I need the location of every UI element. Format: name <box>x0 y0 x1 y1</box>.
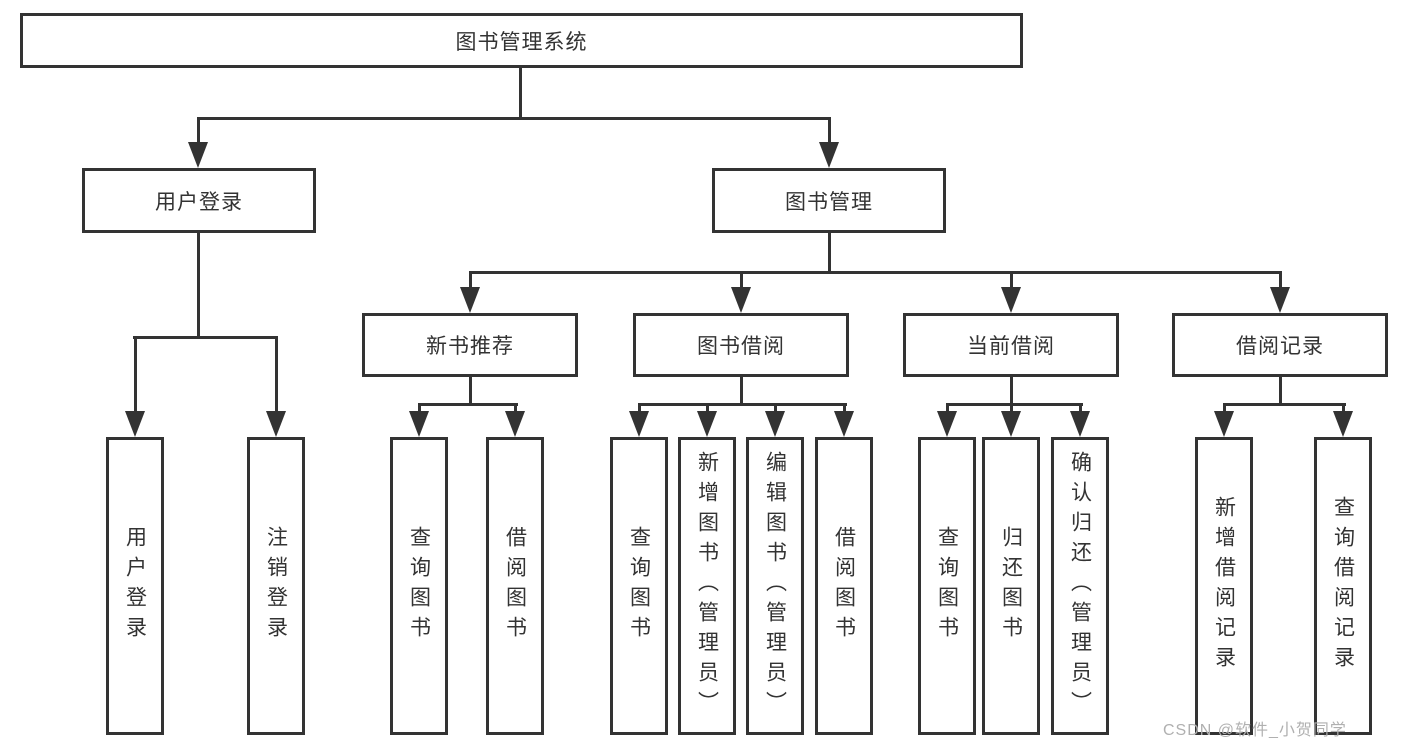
connector-line <box>1079 403 1082 414</box>
leaf-current-return-books: 归还图书 <box>982 437 1040 735</box>
connector-line <box>1010 377 1013 405</box>
node-label: 借阅记录 <box>1236 335 1324 358</box>
leaf-label: 新增图书（管理员） <box>695 451 719 721</box>
leaf-label: 编辑图书（管理员） <box>763 451 787 721</box>
node-current-borrowing: 当前借阅 <box>903 313 1119 377</box>
arrowhead-icon <box>1214 411 1234 437</box>
connector-line <box>638 403 641 414</box>
arrowhead-icon <box>834 411 854 437</box>
node-label: 图书管理系统 <box>455 30 588 54</box>
connector-line <box>133 336 278 339</box>
arrowhead-icon <box>1333 411 1353 437</box>
arrowhead-icon <box>460 287 480 313</box>
connector-line <box>946 403 949 414</box>
connector-line <box>1010 403 1013 414</box>
arrowhead-icon <box>731 287 751 313</box>
node-label: 图书借阅 <box>697 335 785 358</box>
connector-line <box>418 403 421 414</box>
arrowhead-icon <box>629 411 649 437</box>
arrowhead-icon <box>409 411 429 437</box>
connector-line <box>514 403 517 414</box>
leaf-label: 确认归还（管理员） <box>1068 451 1092 721</box>
connector-line <box>774 403 777 414</box>
leaf-logout: 注销登录 <box>247 437 305 735</box>
arrowhead-icon <box>937 411 957 437</box>
node-new-book-recommendation: 新书推荐 <box>362 313 578 377</box>
leaf-label: 归还图书 <box>999 526 1023 646</box>
node-book-management: 图书管理 <box>712 168 946 233</box>
connector-line <box>418 403 518 406</box>
leaf-label: 用户登录 <box>123 526 147 646</box>
arrowhead-icon <box>505 411 525 437</box>
connector-line <box>469 271 1282 274</box>
leaf-label: 查询图书 <box>935 526 959 646</box>
leaf-borrow-edit-books-admin: 编辑图书（管理员） <box>746 437 804 735</box>
connector-line <box>1223 403 1346 406</box>
leaf-label: 查询图书 <box>627 526 651 646</box>
connector-line <box>740 377 743 405</box>
leaf-label: 查询图书 <box>407 526 431 646</box>
leaf-label: 借阅图书 <box>832 526 856 646</box>
connector-line <box>134 336 137 414</box>
arrowhead-icon <box>697 411 717 437</box>
leaf-user-login: 用户登录 <box>106 437 164 735</box>
connector-line <box>469 377 472 405</box>
connector-line <box>469 271 472 289</box>
node-label: 用户登录 <box>155 190 243 214</box>
leaf-current-confirm-return-admin: 确认归还（管理员） <box>1051 437 1109 735</box>
leaf-recommend-borrow-books: 借阅图书 <box>486 437 544 735</box>
arrowhead-icon <box>266 411 286 437</box>
connector-line <box>1279 377 1282 405</box>
leaf-label: 注销登录 <box>264 526 288 646</box>
connector-line <box>706 403 709 414</box>
leaf-records-add-borrow-record: 新增借阅记录 <box>1195 437 1253 735</box>
connector-line <box>275 336 278 414</box>
leaf-label: 借阅图书 <box>503 526 527 646</box>
arrowhead-icon <box>188 142 208 168</box>
connector-line <box>1279 271 1282 289</box>
leaf-borrow-borrow-books: 借阅图书 <box>815 437 873 735</box>
connector-line <box>638 403 847 406</box>
node-label: 新书推荐 <box>426 335 514 358</box>
connector-line <box>519 68 522 119</box>
connector-line <box>828 117 831 145</box>
node-book-borrowing: 图书借阅 <box>633 313 849 377</box>
arrowhead-icon <box>125 411 145 437</box>
leaf-label: 查询借阅记录 <box>1331 496 1355 676</box>
arrowhead-icon <box>1070 411 1090 437</box>
leaf-recommend-query-books: 查询图书 <box>390 437 448 735</box>
node-borrowing-records: 借阅记录 <box>1172 313 1388 377</box>
connector-line <box>946 403 1083 406</box>
leaf-current-query-books: 查询图书 <box>918 437 976 735</box>
arrowhead-icon <box>765 411 785 437</box>
connector-line <box>197 233 200 338</box>
leaf-records-query-borrow-record: 查询借阅记录 <box>1314 437 1372 735</box>
connector-line <box>843 403 846 414</box>
connector-line <box>1223 403 1226 414</box>
leaf-label: 新增借阅记录 <box>1212 496 1236 676</box>
node-library-management-system: 图书管理系统 <box>20 13 1023 68</box>
connector-line <box>740 271 743 289</box>
arrowhead-icon <box>1001 411 1021 437</box>
node-user-login: 用户登录 <box>82 168 316 233</box>
arrowhead-icon <box>1001 287 1021 313</box>
arrowhead-icon <box>1270 287 1290 313</box>
leaf-borrow-add-books-admin: 新增图书（管理员） <box>678 437 736 735</box>
connector-line <box>197 117 831 120</box>
node-label: 当前借阅 <box>967 335 1055 358</box>
arrowhead-icon <box>819 142 839 168</box>
connector-line <box>1342 403 1345 414</box>
connector-line <box>1010 271 1013 289</box>
watermark: CSDN @软件_小贺同学 <box>1163 722 1347 739</box>
node-label: 图书管理 <box>785 190 873 214</box>
connector-line <box>197 117 200 145</box>
connector-line <box>828 233 831 273</box>
leaf-borrow-query-books: 查询图书 <box>610 437 668 735</box>
